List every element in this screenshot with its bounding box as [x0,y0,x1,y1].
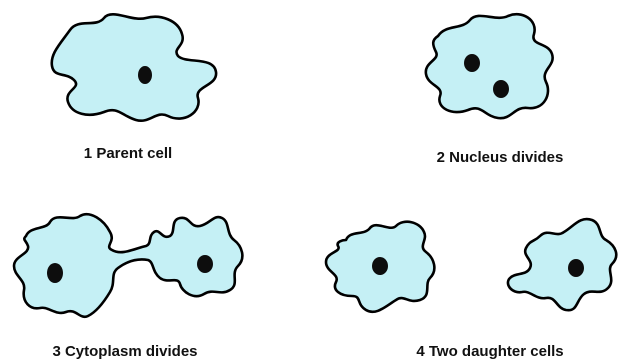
stage-4-caption: 4 Two daughter cells [416,343,563,360]
stage-1-caption: 1 Parent cell [84,145,172,162]
parent-cell-body [52,14,216,120]
stage-3-caption: 3 Cytoplasm divides [52,343,197,360]
stage-4-two-daughter-cells [326,219,616,312]
right-nucleus [197,255,213,273]
stage-1-parent-cell [52,14,216,120]
nucleus-a [464,54,480,72]
stage-2-caption: 2 Nucleus divides [437,149,564,166]
dividing-nucleus-cell-body [426,14,553,118]
right-daughter-nucleus [568,259,584,277]
parent-nucleus [138,66,152,84]
daughter-cell-right [508,219,616,310]
left-daughter-nucleus [372,257,388,275]
left-nucleus [47,263,63,283]
nucleus-b [493,80,509,98]
stage-2-nucleus-divides [426,14,553,118]
stage-3-cytoplasm-divides [14,214,242,317]
